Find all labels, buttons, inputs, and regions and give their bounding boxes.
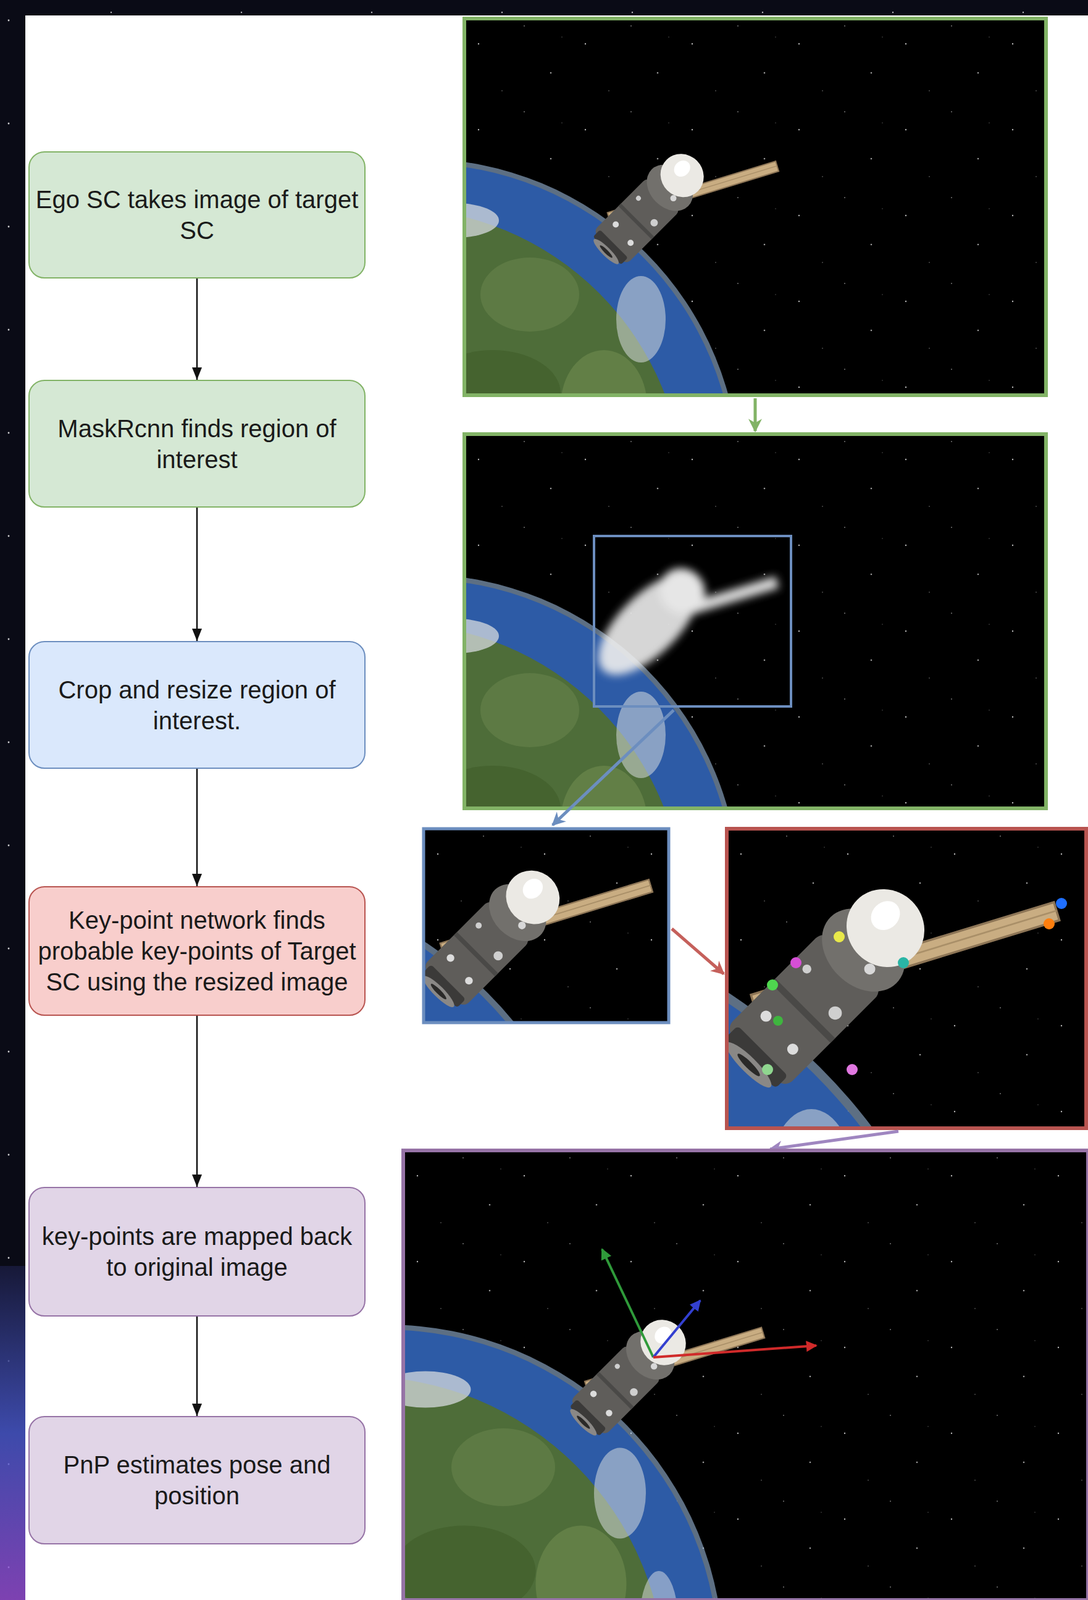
process-box: Key-point network finds probable key-poi… <box>28 886 366 1016</box>
box-label: Key-point network finds probable key-poi… <box>34 904 360 998</box>
image-frame <box>726 828 1087 1129</box>
roi-box <box>594 535 791 707</box>
process-box: MaskRcnn finds region of interest <box>28 379 366 508</box>
image-frame <box>403 1150 1088 1600</box>
spacecraft <box>560 1307 765 1445</box>
flow-connector <box>196 278 199 380</box>
box-label: key-points are mapped back to original i… <box>34 1220 360 1283</box>
nebula-glow <box>0 1265 26 1600</box>
white-panel <box>25 15 1088 1600</box>
keypoint-dots <box>761 897 1068 1076</box>
flow-arrow <box>671 928 724 974</box>
box-label: MaskRcnn finds region of interest <box>34 413 360 475</box>
process-box: Crop and resize region of interest. <box>28 640 366 769</box>
box-label: Ego SC takes image of target SC <box>34 184 360 246</box>
image-frame <box>464 434 1047 809</box>
box-label: PnP estimates pose and position <box>34 1449 360 1511</box>
flow-connector <box>196 1316 199 1416</box>
process-box: key-points are mapped back to original i… <box>28 1186 366 1317</box>
flow-arrow <box>753 398 758 432</box>
process-box: Ego SC takes image of target SC <box>28 151 366 279</box>
mask-blob <box>582 554 780 691</box>
flow-arrow <box>552 710 674 825</box>
spacecraft <box>726 868 1060 1104</box>
image-frame <box>423 828 669 1023</box>
flow-arrow <box>769 1131 899 1150</box>
process-box: PnP estimates pose and position <box>28 1415 366 1545</box>
image-frame <box>464 18 1047 396</box>
flow-connector <box>196 507 199 641</box>
spacecraft <box>423 855 653 1018</box>
flow-connector <box>196 1015 199 1187</box>
flow-connector <box>196 768 199 887</box>
earth <box>403 1324 724 1600</box>
box-label: Crop and resize region of interest. <box>34 674 360 737</box>
pose-axis <box>602 1249 654 1358</box>
spacecraft <box>584 142 779 273</box>
pose-axis <box>653 1300 701 1358</box>
pose-axis <box>653 1345 817 1358</box>
